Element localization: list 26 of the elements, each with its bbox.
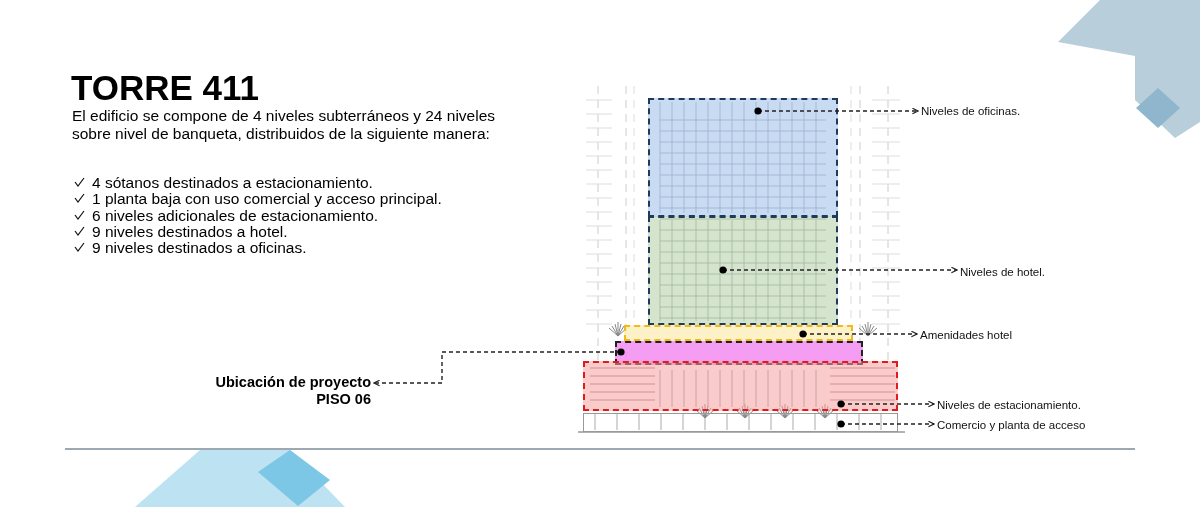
- zone-outline: [583, 361, 898, 411]
- callout-label: Amenidades hotel: [920, 328, 1013, 342]
- callout-label: Niveles de oficinas.: [921, 104, 1021, 118]
- list-item: 6 niveles adicionales de estacionamiento.: [92, 206, 379, 224]
- callout-label: PISO 06: [315, 391, 371, 408]
- callout-label: Comercio y planta de acceso: [937, 418, 1086, 432]
- description-paragraph: El edificio se compone de 4 niveles subterráneos y 24 niveles sobre nivel de banqueta, distribuidos de la siguiente manera:: [72, 107, 497, 143]
- leader-line: [719, 266, 958, 274]
- leader-line: [373, 348, 625, 387]
- leader-line: [799, 330, 918, 338]
- list-item: 4 sótanos destinados a estacionamiento.: [92, 174, 373, 191]
- zone-outline: [615, 341, 863, 365]
- callout-label: Niveles de hotel.: [960, 265, 1046, 279]
- leader-line: [837, 400, 935, 408]
- callout-label: Ubicación de proyecto: [215, 374, 371, 391]
- zone-outline: [648, 98, 838, 217]
- list-item: 9 niveles destinados a hotel.: [92, 222, 288, 240]
- zone-outline: [624, 325, 853, 341]
- list-item: 9 niveles destinados a oficinas.: [92, 239, 307, 257]
- zone-outline: [648, 216, 838, 325]
- ground-floor-strip: [583, 413, 898, 432]
- leader-line: [754, 107, 919, 115]
- list-item: 1 planta baja con uso comercial y acceso principal.: [92, 190, 442, 208]
- leader-line: [837, 420, 935, 428]
- callout-label: Niveles de estacionamiento.: [937, 398, 1081, 412]
- title: TORRE 411: [71, 68, 260, 108]
